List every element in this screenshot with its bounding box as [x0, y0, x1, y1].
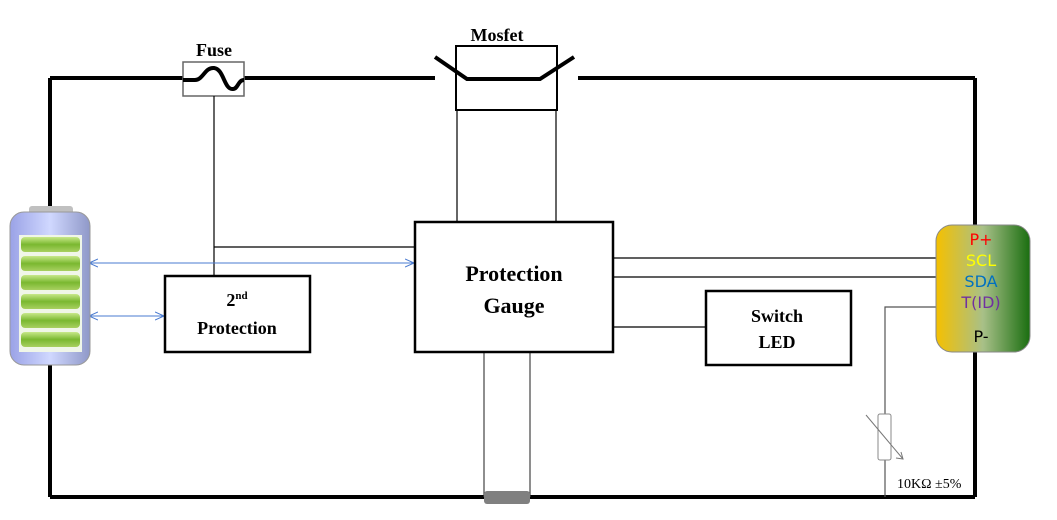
battery-cell: [21, 237, 80, 252]
battery-cell: [21, 275, 80, 290]
switch-led-label-line1: Switch: [751, 306, 803, 326]
pin-p-plus: P+: [969, 230, 992, 249]
protection-gauge-label-line1: Protection: [465, 261, 562, 286]
second-protection-label-line2: Protection: [197, 318, 277, 338]
second-protection-label-line1: 2nd: [226, 290, 247, 310]
pin-tid: T(ID): [960, 293, 1000, 312]
mosfet-label: Mosfet: [471, 25, 524, 45]
sense-resistor: [484, 491, 530, 504]
pin-p-minus: P-: [973, 327, 988, 346]
pin-scl: SCL: [966, 251, 996, 270]
switch-led-box: [704, 289, 853, 367]
battery-cell: [21, 294, 80, 309]
pin-sda: SDA: [964, 272, 997, 291]
battery-cell: [21, 313, 80, 328]
protection-gauge-box: [413, 220, 615, 354]
battery-signal-arrows: [89, 263, 414, 316]
thermistor-value-label: 10KΩ ±5%: [897, 477, 962, 492]
protection-gauge-label-line2: Gauge: [483, 293, 544, 318]
thermistor-symbol: [865, 413, 904, 461]
second-protection-box: [163, 274, 312, 354]
switch-led-label-line2: LED: [758, 332, 795, 352]
mosfet-symbol: [433, 45, 576, 111]
fuse-label: Fuse: [196, 40, 232, 60]
battery-icon: [9, 206, 91, 366]
signal-wires: [213, 96, 936, 497]
battery-cell: [21, 332, 80, 347]
battery-cell: [21, 256, 80, 271]
connector-block: [935, 224, 1031, 353]
fuse-symbol: [182, 61, 245, 97]
